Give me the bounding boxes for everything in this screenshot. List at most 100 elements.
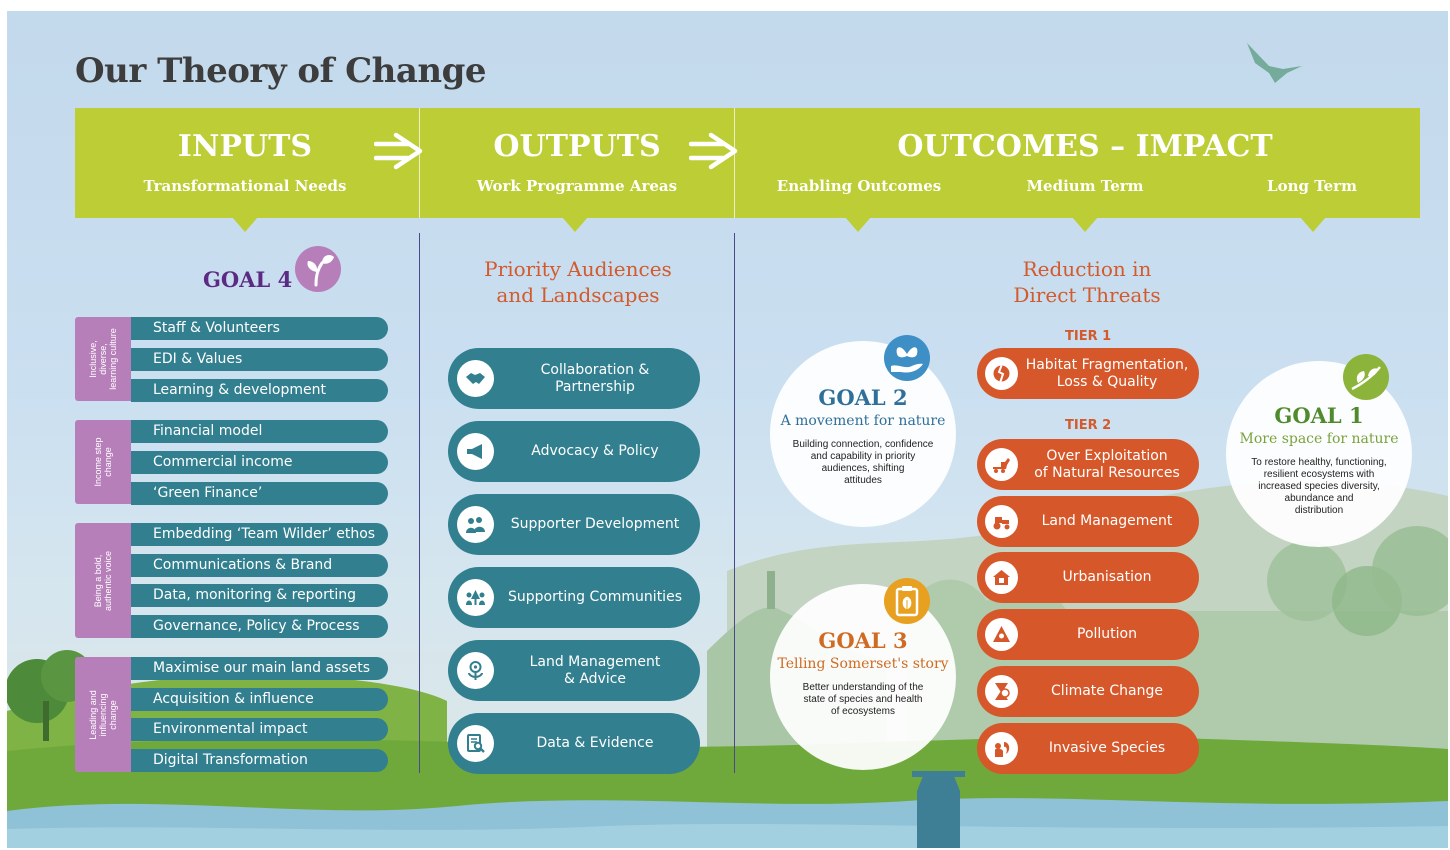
tractor-icon [985,505,1018,538]
input-item: Commercial income [131,451,388,474]
output-label: Land Management & Advice [529,653,661,687]
hazard-icon [985,618,1018,651]
goal3-subtitle: Telling Somerset's story [777,656,949,672]
output-item: Land Management & Advice [448,640,700,701]
theory-of-change-canvas: Our Theory of Change INPUTS Transformati… [7,11,1448,848]
goal3-title: GOAL 3 [818,628,908,653]
output-label: Supporter Development [510,516,680,532]
priority-audiences-heading: Priority Audiences and Landscapes [484,257,672,307]
threat-item: Pollution [977,609,1199,660]
goal1-title: GOAL 1 [1274,403,1364,428]
threat-item: Urbanisation [977,552,1199,603]
megaphone-icon [457,433,494,470]
house-icon [985,561,1018,594]
output-item: Advocacy & Policy [448,421,700,482]
threat-item: Habitat Fragmentation, Loss & Quality [977,348,1199,399]
seedling-icon [295,246,341,292]
header-divider [734,108,735,218]
header-notch [1300,217,1326,232]
goal2-subtitle: A movement for nature [780,413,946,429]
clipboard-leaf-icon [884,578,930,624]
long-term-label: Long Term [1267,177,1357,195]
threat-label: Climate Change [1051,683,1163,699]
goal4-label: GOAL 4 [203,267,293,292]
output-item: Supporting Communities [448,567,700,628]
input-item: ‘Green Finance’ [131,482,388,505]
threat-label: Pollution [1077,626,1137,642]
header-divider [419,108,420,218]
tier2-label: TIER 2 [1065,418,1112,433]
tor-tower [767,571,775,609]
threat-item: Climate Change [977,666,1199,717]
input-item: Data, monitoring & reporting [131,584,388,607]
church-tower [917,771,960,848]
output-label: Supporting Communities [508,589,682,605]
input-item: Learning & development [131,379,388,402]
input-item: Maximise our main land assets [131,657,388,680]
input-group-tab: Being a bold, authentic voice [75,523,131,638]
threat-item: Land Management [977,496,1199,547]
goal1-subtitle: More space for nature [1239,431,1399,447]
header-band [75,108,1420,218]
output-item: Data & Evidence [448,713,700,774]
goal2-title: GOAL 2 [818,385,908,410]
goal3-description: Better understanding of the state of spe… [802,682,924,717]
flower-icon [457,652,494,689]
input-item: Financial model [131,420,388,443]
input-item: EDI & Values [131,348,388,371]
input-item: Acquisition & influence [131,688,388,711]
input-group-tab: Leading and influencing change [75,657,131,772]
arrow-right-icon [374,132,423,170]
threat-label: Over Exploitation of Natural Resources [1034,447,1180,481]
column-divider [419,233,420,773]
broken-habitat-icon [985,357,1018,390]
output-item: Collaboration & Partnership [448,348,700,409]
tier1-label: TIER 1 [1065,329,1112,344]
output-item: Supporter Development [448,494,700,555]
threat-label: Urbanisation [1062,569,1152,585]
page-title: Our Theory of Change [75,51,487,91]
outputs-header-title: OUTPUTS [493,129,661,164]
direct-threats-heading: Reduction in Direct Threats [1013,257,1161,307]
threat-label: Land Management [1041,513,1173,529]
outputs-header-subtitle: Work Programme Areas [476,177,678,195]
header-notch [562,217,588,232]
output-label: Advocacy & Policy [531,443,659,459]
header-notch [232,217,258,232]
community-icon [457,579,494,616]
document-search-icon [457,725,494,762]
header-notch [1072,217,1098,232]
medium-term-label: Medium Term [1026,177,1144,195]
threat-label: Habitat Fragmentation, Loss & Quality [1025,356,1189,390]
input-group-tab: Income step change [75,420,131,504]
digger-icon [985,448,1018,481]
butterfly-hand-icon [884,335,930,381]
output-label: Data & Evidence [536,735,654,751]
inputs-header-title: INPUTS [177,129,313,164]
goal2-description: Building connection, confidence and capa… [792,439,934,486]
output-label: Collaboration & Partnership [540,361,650,395]
bird-silhouette [1247,43,1302,83]
input-item: Environmental impact [131,718,388,741]
goal1-description: To restore healthy, functioning, resilie… [1251,457,1387,516]
input-item: Digital Transformation [131,749,388,772]
outcomes-header-title: OUTCOMES – IMPACT [897,129,1273,164]
threat-item: Invasive Species [977,723,1199,774]
arrow-right-icon [689,132,738,170]
people-group-icon [457,506,494,543]
inputs-header-subtitle: Transformational Needs [143,177,347,195]
input-item: Embedding ‘Team Wilder’ ethos [131,523,388,546]
squirrel-icon [985,732,1018,765]
column-divider [734,233,735,773]
threat-label: Invasive Species [1048,740,1166,756]
input-item: Staff & Volunteers [131,317,388,340]
threat-item: Over Exploitation of Natural Resources [977,439,1199,490]
handshake-icon [457,360,494,397]
bird-branch-icon [1343,354,1389,400]
header-notch [845,217,871,232]
enabling-outcomes-label: Enabling Outcomes [776,177,942,195]
globe-hourglass-icon [985,675,1018,708]
input-item: Communications & Brand [131,554,388,577]
input-item: Governance, Policy & Process [131,615,388,638]
input-group-tab: Inclusive, diverse, learning culture [75,317,131,401]
